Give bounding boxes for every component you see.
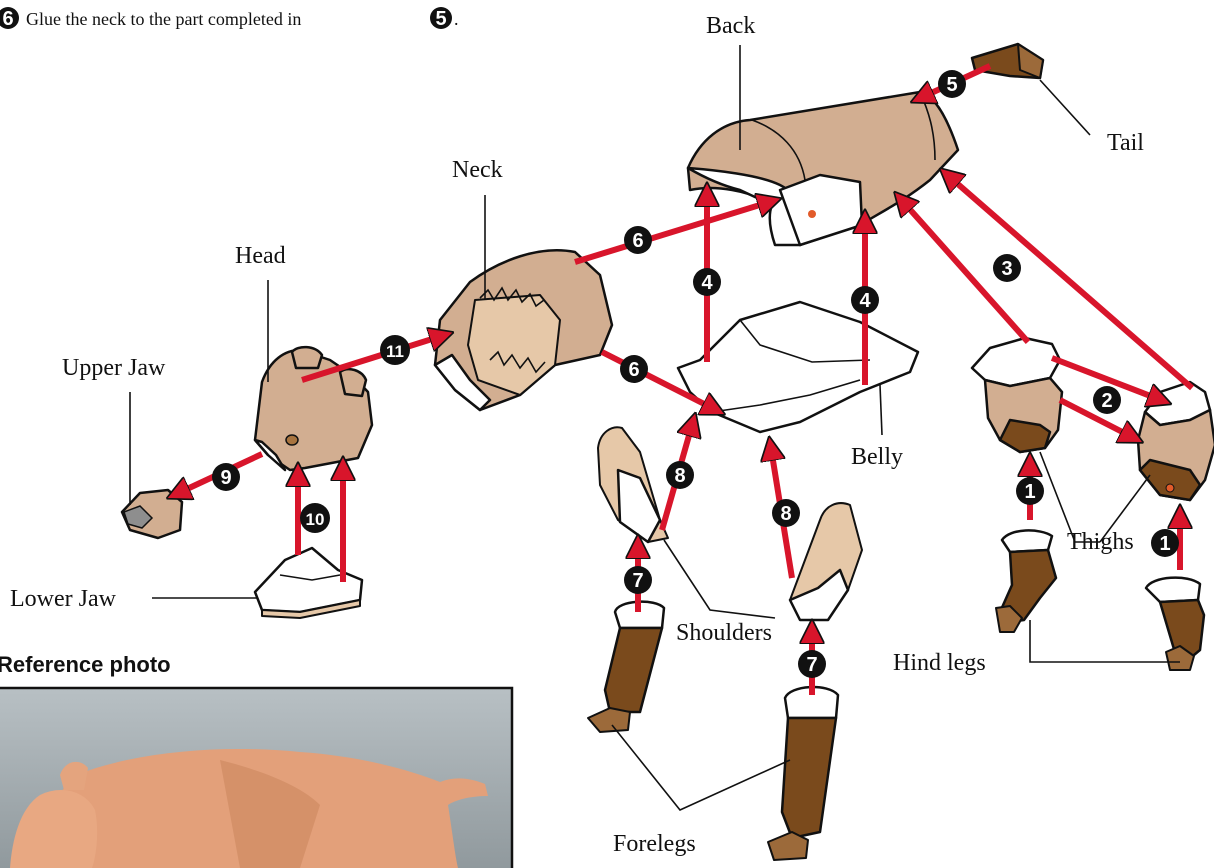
svg-text:7: 7 bbox=[632, 570, 643, 592]
hind-leg-right bbox=[1146, 578, 1204, 670]
svg-text:1: 1 bbox=[1024, 481, 1035, 503]
label-forelegs: Forelegs bbox=[613, 831, 696, 857]
foreleg-right bbox=[768, 687, 838, 860]
label-hind-legs: Hind legs bbox=[893, 650, 986, 676]
step-badge-7b: 7 bbox=[798, 650, 826, 678]
foreleg-left bbox=[588, 602, 664, 732]
step-badge-6b: 6 bbox=[620, 355, 648, 383]
svg-text:10: 10 bbox=[306, 510, 325, 529]
step-badge-1a: 1 bbox=[1016, 477, 1044, 505]
svg-text:11: 11 bbox=[386, 342, 404, 361]
svg-text:7: 7 bbox=[806, 654, 817, 676]
step-badge-8a: 8 bbox=[666, 461, 694, 489]
step-badge-4b: 4 bbox=[851, 286, 879, 314]
step-badge-2: 2 bbox=[1093, 386, 1121, 414]
reference-photo-heading: Reference photo bbox=[0, 652, 171, 677]
svg-text:5: 5 bbox=[946, 74, 957, 96]
step-badge-3: 3 bbox=[993, 254, 1021, 282]
label-lower-jaw: Lower Jaw bbox=[10, 586, 117, 612]
reference-photo bbox=[0, 688, 512, 868]
label-upper-jaw: Upper Jaw bbox=[62, 355, 166, 381]
svg-text:1: 1 bbox=[1159, 533, 1170, 555]
step-badge-6a: 6 bbox=[624, 226, 652, 254]
label-thighs: Thighs bbox=[1067, 529, 1134, 555]
svg-text:8: 8 bbox=[674, 465, 685, 487]
instruction-text: Glue the neck to the part completed in bbox=[26, 9, 301, 29]
svg-text:4: 4 bbox=[701, 272, 713, 294]
head-eye bbox=[286, 435, 298, 445]
thigh-left bbox=[972, 338, 1062, 452]
step-badge-4a: 4 bbox=[693, 268, 721, 296]
step-badge-11: 11 bbox=[380, 335, 410, 365]
instruction-ref: 5 bbox=[435, 8, 446, 30]
label-neck: Neck bbox=[452, 157, 503, 183]
step-badge-7a: 7 bbox=[624, 566, 652, 594]
svg-text:3: 3 bbox=[1001, 258, 1012, 280]
label-shoulders: Shoulders bbox=[676, 620, 772, 646]
svg-text:6: 6 bbox=[632, 230, 643, 252]
shoulder-left bbox=[598, 427, 668, 542]
label-belly: Belly bbox=[851, 444, 903, 470]
belly-part bbox=[678, 302, 918, 432]
step-badge-1b: 1 bbox=[1151, 529, 1179, 557]
step-badge-10: 10 bbox=[300, 503, 330, 533]
label-tail: Tail bbox=[1107, 130, 1144, 156]
step-badge-9: 9 bbox=[212, 463, 240, 491]
tail-part bbox=[972, 44, 1043, 78]
svg-text:2: 2 bbox=[1101, 390, 1112, 412]
svg-text:9: 9 bbox=[220, 467, 231, 489]
shoulder-right bbox=[790, 503, 862, 620]
step-badge-5: 5 bbox=[938, 70, 966, 98]
instruction-number: 6 bbox=[2, 8, 13, 30]
arrow-step-3-right bbox=[944, 172, 1192, 388]
hind-leg-left bbox=[996, 530, 1056, 632]
svg-text:8: 8 bbox=[780, 503, 791, 525]
thigh-right bbox=[1138, 382, 1214, 500]
instruction-end: . bbox=[454, 9, 459, 29]
neck-part bbox=[435, 250, 612, 410]
step-badge-8b: 8 bbox=[772, 499, 800, 527]
glue-dot bbox=[808, 210, 816, 218]
svg-text:4: 4 bbox=[859, 290, 871, 312]
instruction-line: 6 Glue the neck to the part completed in… bbox=[0, 7, 459, 30]
arrow-step-6-upper bbox=[575, 200, 776, 262]
label-back: Back bbox=[706, 13, 755, 39]
label-head: Head bbox=[235, 243, 286, 269]
svg-text:6: 6 bbox=[628, 359, 639, 381]
